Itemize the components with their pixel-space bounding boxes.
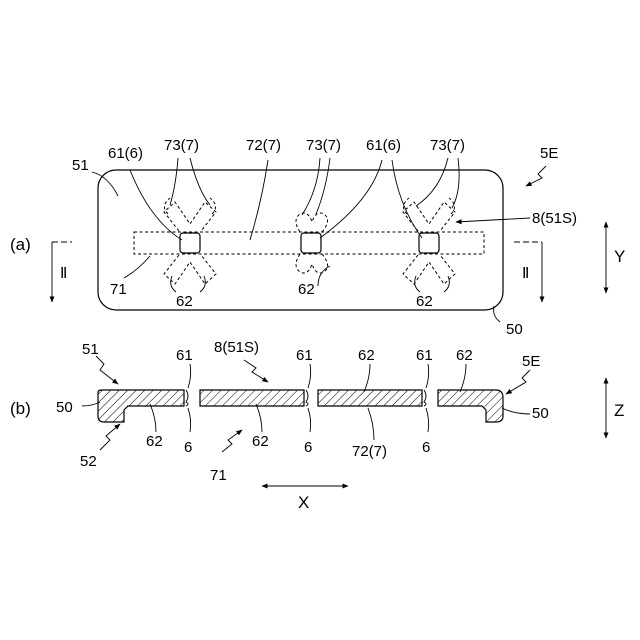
leader-5E-b: [506, 370, 530, 394]
leader-5E-a: [526, 166, 546, 186]
section-segment-4: [438, 390, 503, 422]
ref-6-b-3: 6: [422, 439, 430, 456]
section-view-b: (b) 51 61 8(51S) 61: [10, 339, 624, 512]
leader-50-a: [494, 306, 500, 322]
leader-62-bottom-1: [150, 404, 156, 432]
ref-5E-b: 5E: [522, 353, 540, 370]
leader-61-1: [188, 364, 191, 388]
ref-73-7-mid: 73(7): [306, 137, 341, 154]
leader-62-top-1: [364, 364, 370, 392]
leader-62-bottom-2: [256, 404, 262, 432]
break-mark-3: [424, 390, 426, 406]
panel-label-a: (a): [10, 235, 31, 254]
ref-50-right-b: 50: [532, 405, 549, 422]
ref-61-6-right: 61(6): [366, 137, 401, 154]
plan-view-a: (a): [10, 137, 625, 338]
ref-6-b-1: 6: [184, 439, 192, 456]
ref-51-a: 51: [72, 157, 89, 174]
leader-6-1: [188, 408, 191, 432]
axis-z-label: Z: [614, 401, 624, 420]
axis-y-label: Y: [614, 247, 625, 266]
ref-72-7-b: 72(7): [352, 443, 387, 460]
ref-71-b: 71: [210, 467, 227, 484]
ref-52: 52: [80, 453, 97, 470]
leader-62-top-2: [460, 364, 466, 392]
ref-72-7-a: 72(7): [246, 137, 281, 154]
leader-51-a: [92, 172, 118, 196]
ref-50-a: 50: [506, 321, 523, 338]
ref-8-51S-b: 8(51S): [214, 339, 259, 356]
ref-73-7-right: 73(7): [430, 137, 465, 154]
ref-73-7-left: 73(7): [164, 137, 199, 154]
leader-62-left: [171, 276, 206, 292]
ref-62-mid: 62: [298, 281, 315, 298]
break-mark-1: [186, 390, 188, 406]
leader-61-left: [130, 170, 182, 240]
leader-73-left: [170, 158, 210, 205]
ref-62-bottom-2: 62: [252, 433, 269, 450]
leader-6-3: [426, 408, 429, 432]
leader-61-3: [426, 364, 429, 388]
leader-61-2: [308, 364, 311, 388]
section-segment-3: [318, 390, 422, 406]
groove-72: [134, 232, 484, 254]
star-groove-left: [164, 198, 216, 284]
hole-61-middle: [301, 233, 321, 253]
leader-51-b: [96, 356, 118, 384]
ref-61-b-2: 61: [296, 347, 313, 364]
leader-71-a: [124, 256, 150, 278]
ref-62-bottom-1: 62: [146, 433, 163, 450]
leader-72: [250, 160, 268, 240]
section-label-left: Ⅱ: [60, 266, 67, 282]
section-segment-1: [98, 390, 184, 422]
leader-6-2: [308, 408, 311, 432]
section-segment-2: [200, 390, 304, 406]
ref-6-b-2: 6: [304, 439, 312, 456]
leader-50-left-b: [82, 402, 100, 406]
axis-x-label: X: [298, 493, 309, 512]
ref-61-6-left: 61(6): [108, 145, 143, 162]
ref-62-right: 62: [416, 293, 433, 310]
leader-52: [100, 424, 120, 450]
leader-73-mid: [302, 158, 330, 215]
leader-61-mid: [320, 160, 382, 238]
leader-62-right: [415, 276, 450, 292]
ref-62-left: 62: [176, 293, 193, 310]
leader-73-right: [416, 158, 459, 208]
ref-5E-a: 5E: [540, 145, 558, 162]
leader-71-b: [222, 430, 242, 452]
leader-61-right: [392, 160, 422, 238]
leader-50-right-b: [502, 408, 530, 414]
ref-8-51S-a: 8(51S): [532, 210, 577, 227]
ref-71-a: 71: [110, 281, 127, 298]
leader-72-b: [368, 408, 374, 440]
leader-62-mid: [318, 266, 330, 286]
ref-62-top-2: 62: [456, 347, 473, 364]
hole-61-left: [180, 233, 200, 253]
panel-label-b: (b): [10, 399, 31, 418]
ref-62-top-1: 62: [358, 347, 375, 364]
section-label-right: Ⅱ: [522, 266, 529, 282]
leader-8-a: [456, 218, 530, 222]
ref-61-b-1: 61: [176, 347, 193, 364]
leader-8-b: [244, 360, 268, 382]
hole-61-right: [419, 233, 439, 253]
star-groove-right: [403, 198, 455, 284]
ref-50-left-b: 50: [56, 399, 73, 416]
ref-61-b-3: 61: [416, 347, 433, 364]
ref-51-b: 51: [82, 341, 99, 358]
break-mark-2: [306, 390, 308, 406]
